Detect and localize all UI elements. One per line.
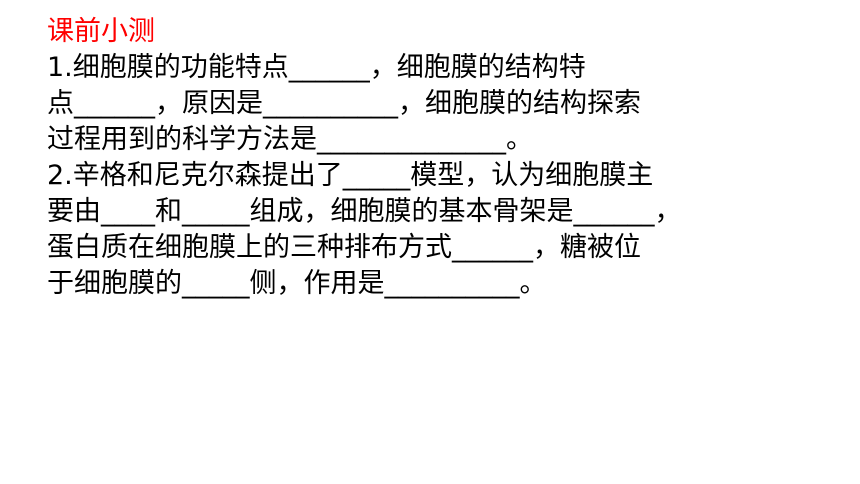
- question-line-7: 于细胞膜的_____侧，作用是__________。: [47, 268, 547, 299]
- slide-title: 课前小测: [47, 16, 155, 47]
- question-line-4: 2.辛格和尼克尔森提出了_____模型，认为细胞膜主: [47, 160, 654, 191]
- question-line-1: 1.细胞膜的功能特点______，细胞膜的结构特: [47, 52, 586, 83]
- question-line-6: 蛋白质在细胞膜上的三种排布方式______，糖被位: [47, 232, 641, 263]
- question-line-2: 点______，原因是__________，细胞膜的结构探索: [47, 88, 641, 119]
- question-line-3: 过程用到的科学方法是______________。: [47, 124, 533, 155]
- question-line-5: 要由____和_____组成，细胞膜的基本骨架是______，: [47, 196, 682, 227]
- quiz-content: 课前小测 1.细胞膜的功能特点______，细胞膜的结构特 点______，原因…: [47, 14, 837, 302]
